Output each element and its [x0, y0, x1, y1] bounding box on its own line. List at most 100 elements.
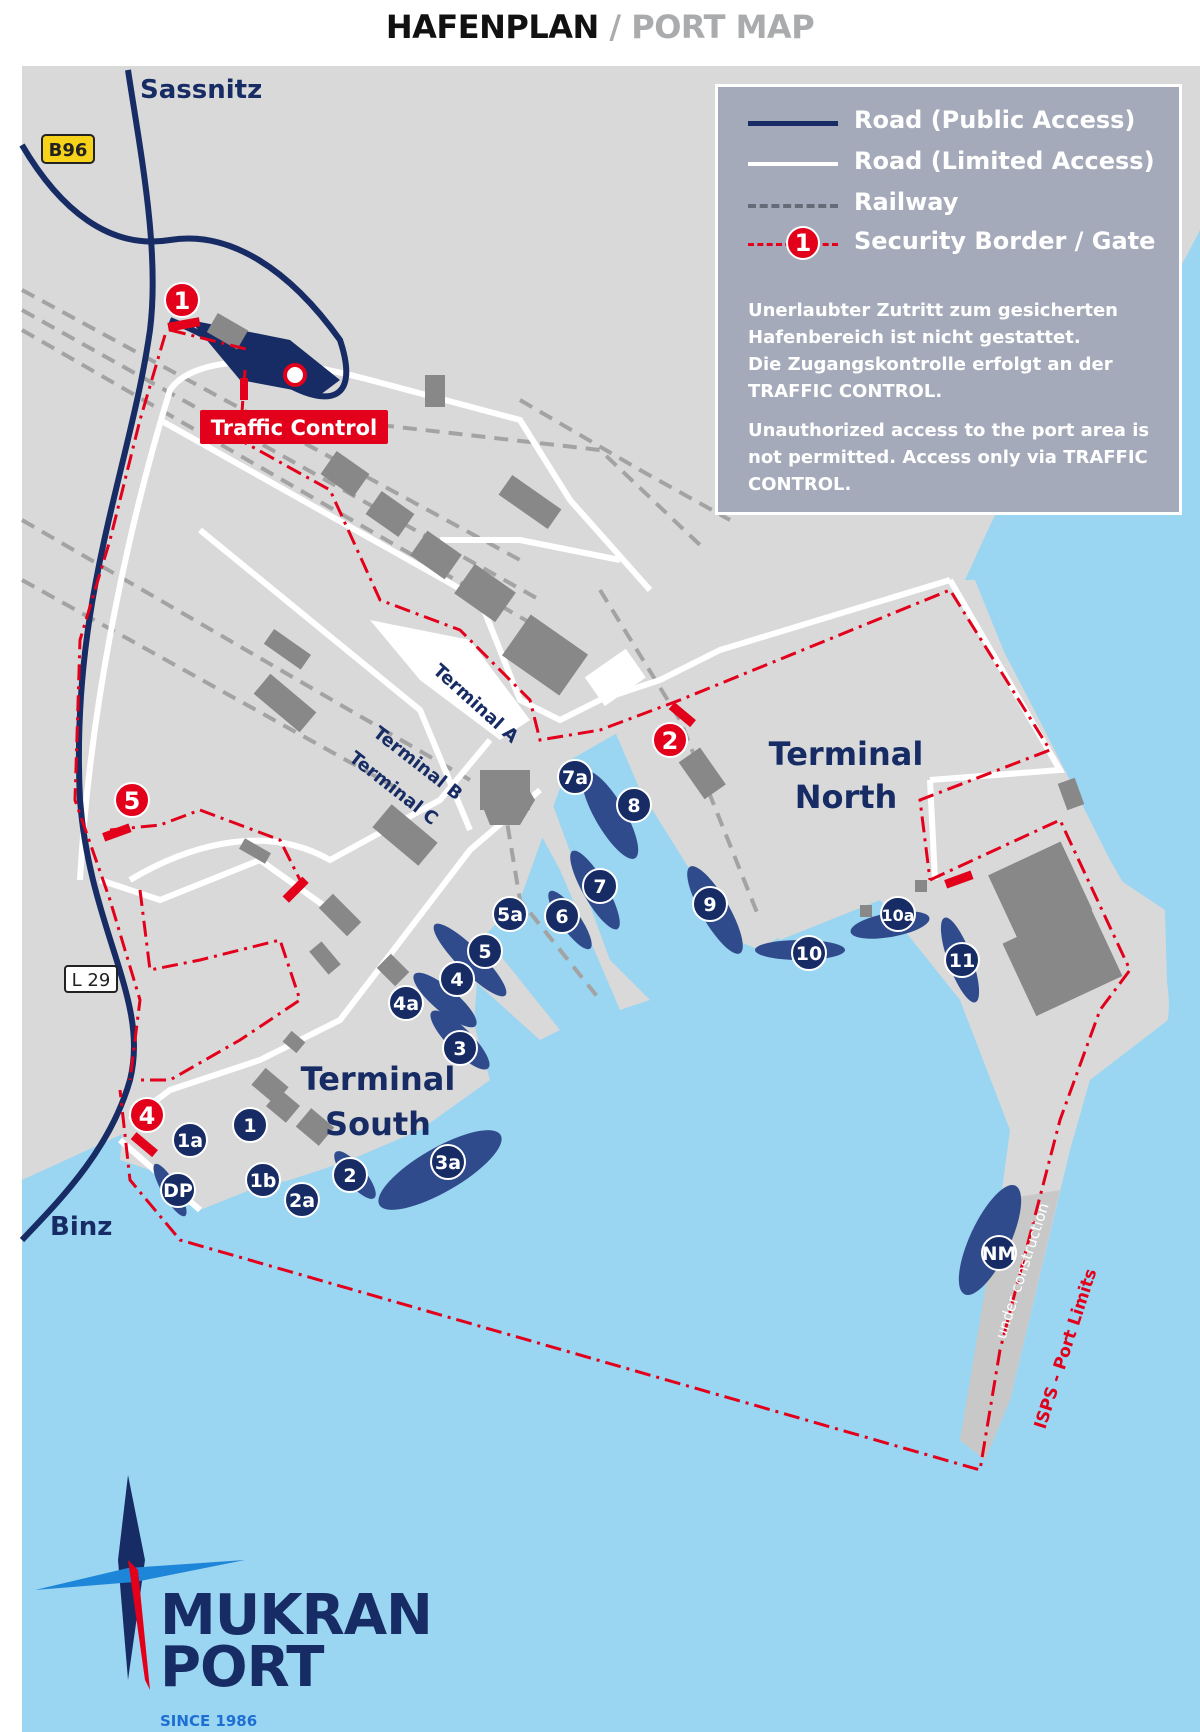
- berth-4-marker: [439, 961, 475, 997]
- gate-bars: [102, 317, 974, 1158]
- terminal-north-line1: Terminal: [769, 735, 924, 773]
- title-separator: /: [609, 8, 621, 46]
- berth-dp-label: DP: [163, 1180, 193, 1202]
- berth-3-marker: [442, 1030, 478, 1066]
- berth-nm-marker: [981, 1235, 1017, 1271]
- logo-compass: [35, 1475, 245, 1690]
- berth-2-label: 2: [343, 1165, 356, 1187]
- gate-4-label: 4: [139, 1102, 156, 1130]
- traffic-control-label: Traffic Control: [211, 416, 378, 440]
- legend-limited-road-swatch: [748, 162, 838, 166]
- berth-1b-marker: [245, 1162, 281, 1198]
- legend-limited-road: Road (Limited Access): [718, 147, 1179, 181]
- berth-7-label: 7: [593, 876, 606, 898]
- berth-5a-marker: [492, 896, 528, 932]
- berth-3a-marker: [430, 1144, 466, 1180]
- berth-8-label: 8: [627, 795, 640, 817]
- terminal-a-area: [370, 620, 530, 740]
- place-binz: Binz: [50, 1212, 112, 1242]
- note-de-line-2: Hafenbereich ist nicht gestattet.: [748, 327, 1081, 348]
- b96-sign: [41, 134, 95, 164]
- gate-4-marker: [129, 1097, 165, 1133]
- title-english: PORT MAP: [631, 8, 815, 46]
- note-en-line-1: Unauthorized access to the port area is: [748, 420, 1150, 441]
- legend-note-english: Unauthorized access to the port area is …: [748, 417, 1168, 498]
- brand-line-1: MUKRAN: [160, 1583, 433, 1648]
- note-de-line-1: Unerlaubter Zutritt zum gesicherten: [748, 300, 1118, 321]
- berth-6-marker: [544, 898, 580, 934]
- berth-7a-marker: [557, 759, 593, 795]
- legend-gate-marker: 1: [786, 226, 820, 260]
- brand-since: SINCE 1986: [160, 1712, 258, 1730]
- gate-5-marker: [114, 782, 150, 818]
- gate-5-label: 5: [124, 787, 141, 815]
- berth-6-label: 6: [555, 906, 568, 928]
- gate-markers: 1 2 4 5: [114, 282, 688, 1133]
- berth-4a-label: 4a: [393, 993, 419, 1015]
- traffic-control-box: [200, 410, 388, 444]
- b96-label: B96: [49, 140, 88, 161]
- berth-7-marker: [582, 868, 618, 904]
- berth-10-marker: [791, 935, 827, 971]
- berth-2a-label: 2a: [289, 1190, 315, 1212]
- gate-1-label: 1: [174, 287, 191, 315]
- berth-2-marker: [332, 1157, 368, 1193]
- berth-4a-marker: [388, 985, 424, 1021]
- l29-sign: [64, 965, 118, 993]
- berth-9-label: 9: [703, 894, 716, 916]
- berth-5-marker: [467, 933, 503, 969]
- brand-line-2: PORT: [160, 1635, 324, 1700]
- legend-railway: Railway: [718, 188, 1179, 222]
- terminal-south-line2: South: [325, 1105, 431, 1143]
- berth-5-label: 5: [478, 941, 491, 963]
- buildings: [206, 312, 1123, 1146]
- berth-1a-label: 1a: [177, 1130, 203, 1152]
- note-de-line-4: TRAFFIC CONTROL.: [748, 381, 943, 402]
- berth-1-label: 1: [243, 1115, 256, 1137]
- legend-note-german: Unerlaubter Zutritt zum gesicherten Hafe…: [748, 297, 1168, 405]
- security-border: [73, 328, 1132, 1472]
- berth-nm-label: NM: [982, 1243, 1017, 1265]
- berth-8-marker: [616, 787, 652, 823]
- note-de-line-3: Die Zugangskontrolle erfolgt an der: [748, 354, 1113, 375]
- legend-public-road-swatch: [748, 121, 838, 126]
- legend-security: 1 Security Border / Gate: [718, 226, 1179, 261]
- legend-security-label: Security Border / Gate: [854, 227, 1156, 255]
- berth-10a-label: 10a: [881, 906, 914, 925]
- note-en-line-3: CONTROL.: [748, 474, 852, 495]
- berth-5a-label: 5a: [497, 904, 523, 926]
- l29-label: L 29: [72, 970, 111, 991]
- terminal-hub: [480, 775, 535, 825]
- place-sassnitz: Sassnitz: [140, 75, 262, 105]
- gate-1-marker: [164, 282, 200, 318]
- legend-railway-label: Railway: [854, 188, 959, 216]
- map-legend: Road (Public Access) Road (Limited Acces…: [715, 84, 1182, 515]
- berth-10-label: 10: [796, 943, 822, 965]
- north-mole: [960, 1190, 1060, 1460]
- legend-limited-road-label: Road (Limited Access): [854, 147, 1155, 175]
- brand-logo: MUKRAN PORT SINCE 1986: [160, 1583, 433, 1731]
- berth-3-label: 3: [453, 1038, 466, 1060]
- note-en-line-2: not permitted. Access only via TRAFFIC: [748, 447, 1148, 468]
- berth-1a-marker: [172, 1122, 208, 1158]
- legend-public-road: Road (Public Access): [718, 106, 1179, 140]
- gate-2-building: [584, 648, 646, 707]
- berth-3a-label: 3a: [435, 1152, 461, 1174]
- traffic-control-marker: [283, 363, 307, 387]
- legend-public-road-label: Road (Public Access): [854, 106, 1136, 134]
- berth-11-label: 11: [949, 950, 975, 972]
- berth-4-label: 4: [450, 969, 463, 991]
- terminal-north-line2: North: [795, 778, 898, 816]
- berth-1b-label: 1b: [250, 1170, 277, 1192]
- berth-9-marker: [692, 886, 728, 922]
- berth-7a-label: 7a: [562, 767, 588, 789]
- terminal-south-line1: Terminal: [301, 1060, 456, 1098]
- harbour-basin: [22, 720, 1060, 1470]
- berth-10a-marker: [880, 896, 916, 932]
- map-title: HAFENPLAN / PORT MAP: [0, 8, 1200, 46]
- title-german: HAFENPLAN: [385, 8, 599, 46]
- gate-2-marker: [652, 722, 688, 758]
- berth-dp-marker: [160, 1172, 196, 1208]
- legend-railway-swatch: [748, 204, 838, 208]
